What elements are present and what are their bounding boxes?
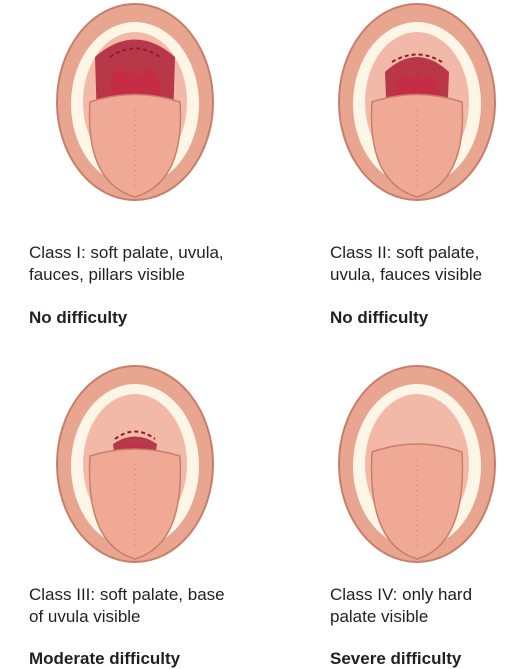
class-1-caption-line-1: Class I: soft palate, uvula,	[29, 242, 224, 264]
mouth-class-1-illustration	[55, 2, 215, 202]
class-4-difficulty: Severe difficulty	[330, 649, 461, 669]
class-2-caption: Class II: soft palate, uvula, fauces vis…	[330, 242, 482, 286]
class-4-caption: Class IV: only hard palate visible	[330, 584, 472, 628]
class-3-difficulty: Moderate difficulty	[29, 649, 180, 669]
class-3-caption-line-2: of uvula visible	[29, 606, 225, 628]
class-1-caption: Class I: soft palate, uvula, fauces, pil…	[29, 242, 224, 286]
class-4-caption-line-2: palate visible	[330, 606, 472, 628]
class-1-difficulty: No difficulty	[29, 308, 127, 328]
class-2-difficulty: No difficulty	[330, 308, 428, 328]
class-3-caption-line-1: Class III: soft palate, base	[29, 584, 225, 606]
class-4-caption-line-1: Class IV: only hard	[330, 584, 472, 606]
mouth-class-3-illustration	[55, 364, 215, 564]
class-2-caption-line-2: uvula, fauces visible	[330, 264, 482, 286]
mouth-class-2-illustration	[337, 2, 497, 202]
class-3-caption: Class III: soft palate, base of uvula vi…	[29, 584, 225, 628]
mouth-class-4-illustration	[337, 364, 497, 564]
class-1-caption-line-2: fauces, pillars visible	[29, 264, 224, 286]
class-2-caption-line-1: Class II: soft palate,	[330, 242, 482, 264]
